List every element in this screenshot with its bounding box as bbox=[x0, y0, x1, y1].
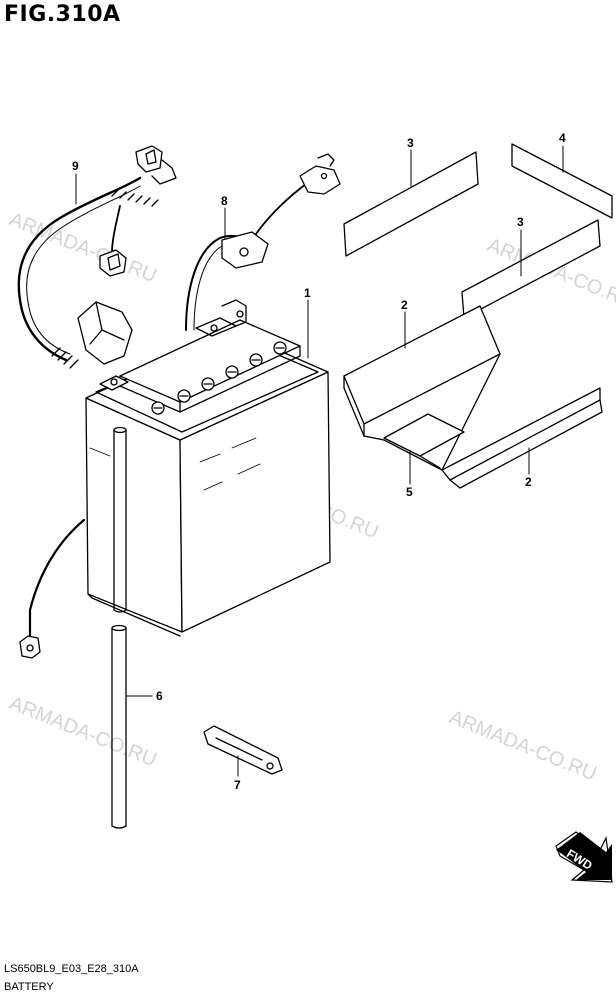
battery-cable bbox=[17, 145, 177, 659]
callout-7: 7 bbox=[234, 778, 241, 792]
fwd-direction-arrow: FWD bbox=[555, 831, 613, 883]
figure-title: FIG.310A bbox=[4, 2, 121, 27]
figure-code: LS650BL9_E03_E28_310A bbox=[4, 963, 139, 975]
callout-3-lower: 3 bbox=[517, 215, 524, 229]
callout-1: 1 bbox=[304, 286, 311, 300]
callout-2-lower: 2 bbox=[525, 475, 532, 489]
cushion-pad-upper bbox=[343, 151, 479, 257]
battery-holder-tray bbox=[343, 305, 603, 489]
battery bbox=[85, 299, 331, 637]
cushion-pad-lower bbox=[461, 219, 601, 319]
callout-9: 9 bbox=[72, 159, 79, 173]
cushion-pad-side bbox=[511, 143, 613, 219]
breather-hose bbox=[111, 426, 127, 829]
watermark-5: ARMADA-CO.RU bbox=[446, 706, 600, 785]
watermark-4: ARMADA-CO.RU bbox=[6, 692, 160, 771]
hose-clamp-clip bbox=[203, 725, 283, 775]
figure-name: BATTERY bbox=[4, 981, 54, 993]
callout-2-upper: 2 bbox=[401, 298, 408, 312]
battery-band-clamp bbox=[185, 153, 341, 331]
callout-4: 4 bbox=[559, 131, 566, 145]
callout-3-upper: 3 bbox=[407, 136, 414, 150]
callout-6: 6 bbox=[156, 689, 163, 703]
callout-5: 5 bbox=[406, 485, 413, 499]
callout-8: 8 bbox=[221, 194, 228, 208]
leader-lines bbox=[75, 145, 564, 777]
